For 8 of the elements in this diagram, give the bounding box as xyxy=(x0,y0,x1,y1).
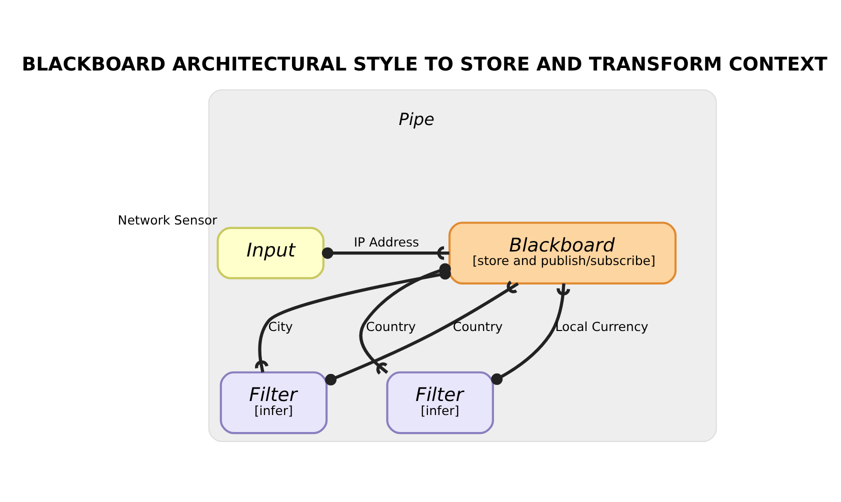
edge-label: City xyxy=(268,319,292,334)
diagram-title: BLACKBOARD ARCHITECTURAL STYLE TO STORE AND TRANSFORM CONTEXT xyxy=(21,54,827,76)
edge-label: IP Address xyxy=(353,234,419,250)
edge-label: Country xyxy=(365,319,416,334)
edge-label: Country xyxy=(452,319,502,334)
label: Pipe xyxy=(398,109,434,130)
node-label: Network Sensor xyxy=(117,212,217,228)
edge-label: Local Currency xyxy=(554,319,648,334)
